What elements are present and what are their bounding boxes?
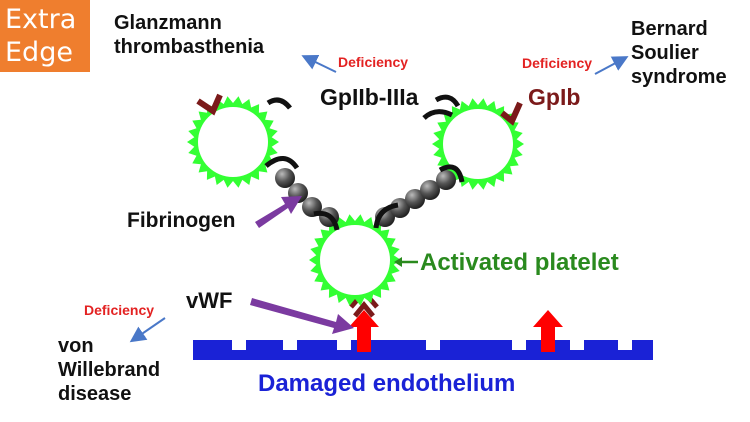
vwd-line-2: Willebrand bbox=[58, 359, 161, 381]
fibrinogen-bead-icon bbox=[275, 168, 295, 188]
fibrinogen-bead-icon bbox=[436, 170, 456, 190]
glanzmann-label: Glanzmann thrombasthenia bbox=[114, 11, 264, 59]
deficiency-bottom: Deficiency bbox=[84, 302, 155, 318]
deficiency-arrow bbox=[594, 56, 629, 75]
receptor-c-icon bbox=[434, 94, 461, 108]
fibrinogen-label: Fibrinogen bbox=[127, 209, 236, 232]
gpib-label: GpIb bbox=[528, 84, 581, 110]
gp2b3a-label: GpIIb-IIIa bbox=[320, 84, 419, 110]
up-arrow-icon bbox=[533, 310, 563, 352]
bernard-line-3: syndrome bbox=[631, 66, 727, 88]
platelet-interior bbox=[443, 109, 513, 179]
gpib-v-icon bbox=[500, 101, 523, 126]
receptor-c-icon bbox=[373, 202, 399, 229]
fibrinogen-bead-icon bbox=[420, 180, 440, 200]
vwf-chevron-icon bbox=[353, 301, 375, 318]
bernard-line-1: Bernard bbox=[631, 18, 708, 40]
activated-platelet-arrow-head bbox=[394, 257, 402, 267]
fibrinogen-bead-icon bbox=[390, 198, 410, 218]
activated-platelet-label: Activated platelet bbox=[420, 249, 619, 276]
badge-line-2: Edge bbox=[5, 37, 73, 68]
platelet-interior bbox=[320, 225, 390, 295]
extra-edge-badge: Extra Edge bbox=[0, 0, 90, 72]
deficiency-right-top: Deficiency bbox=[522, 55, 593, 71]
fibrinogen-bead-icon bbox=[405, 189, 425, 209]
deficiency-arrow bbox=[129, 317, 166, 343]
glanzmann-line-2: thrombasthenia bbox=[114, 36, 265, 58]
endothelium-bar bbox=[193, 340, 653, 360]
up-arrow-icon bbox=[349, 310, 379, 352]
glanzmann-line-1: Glanzmann bbox=[114, 12, 222, 34]
receptor-c-icon bbox=[264, 156, 300, 170]
vwf-arrow bbox=[250, 298, 354, 334]
endothelium-label: Damaged endothelium bbox=[258, 370, 516, 397]
deficiency-left-top: Deficiency bbox=[338, 54, 409, 70]
vwf-label: vWF bbox=[186, 288, 233, 313]
von-willebrand-label: von Willebrand disease bbox=[58, 334, 160, 406]
platelet-interior bbox=[198, 107, 268, 177]
bernard-soulier-label: Bernard Soulier syndrome bbox=[631, 17, 727, 89]
deficiency-arrow bbox=[301, 55, 337, 73]
gpib-v-icon bbox=[196, 93, 223, 116]
bernard-line-2: Soulier bbox=[631, 42, 699, 64]
receptor-c-icon bbox=[266, 97, 292, 110]
fibrinogen-group bbox=[275, 168, 456, 227]
vwd-line-1: von bbox=[58, 335, 94, 357]
vwd-line-3: disease bbox=[58, 383, 132, 405]
badge-line-1: Extra bbox=[5, 4, 77, 35]
receptor-c-icon bbox=[438, 164, 465, 183]
receptor-c-icon bbox=[313, 210, 340, 231]
receptor-c-icon bbox=[422, 109, 454, 120]
fibrinogen-arrow bbox=[255, 196, 302, 228]
